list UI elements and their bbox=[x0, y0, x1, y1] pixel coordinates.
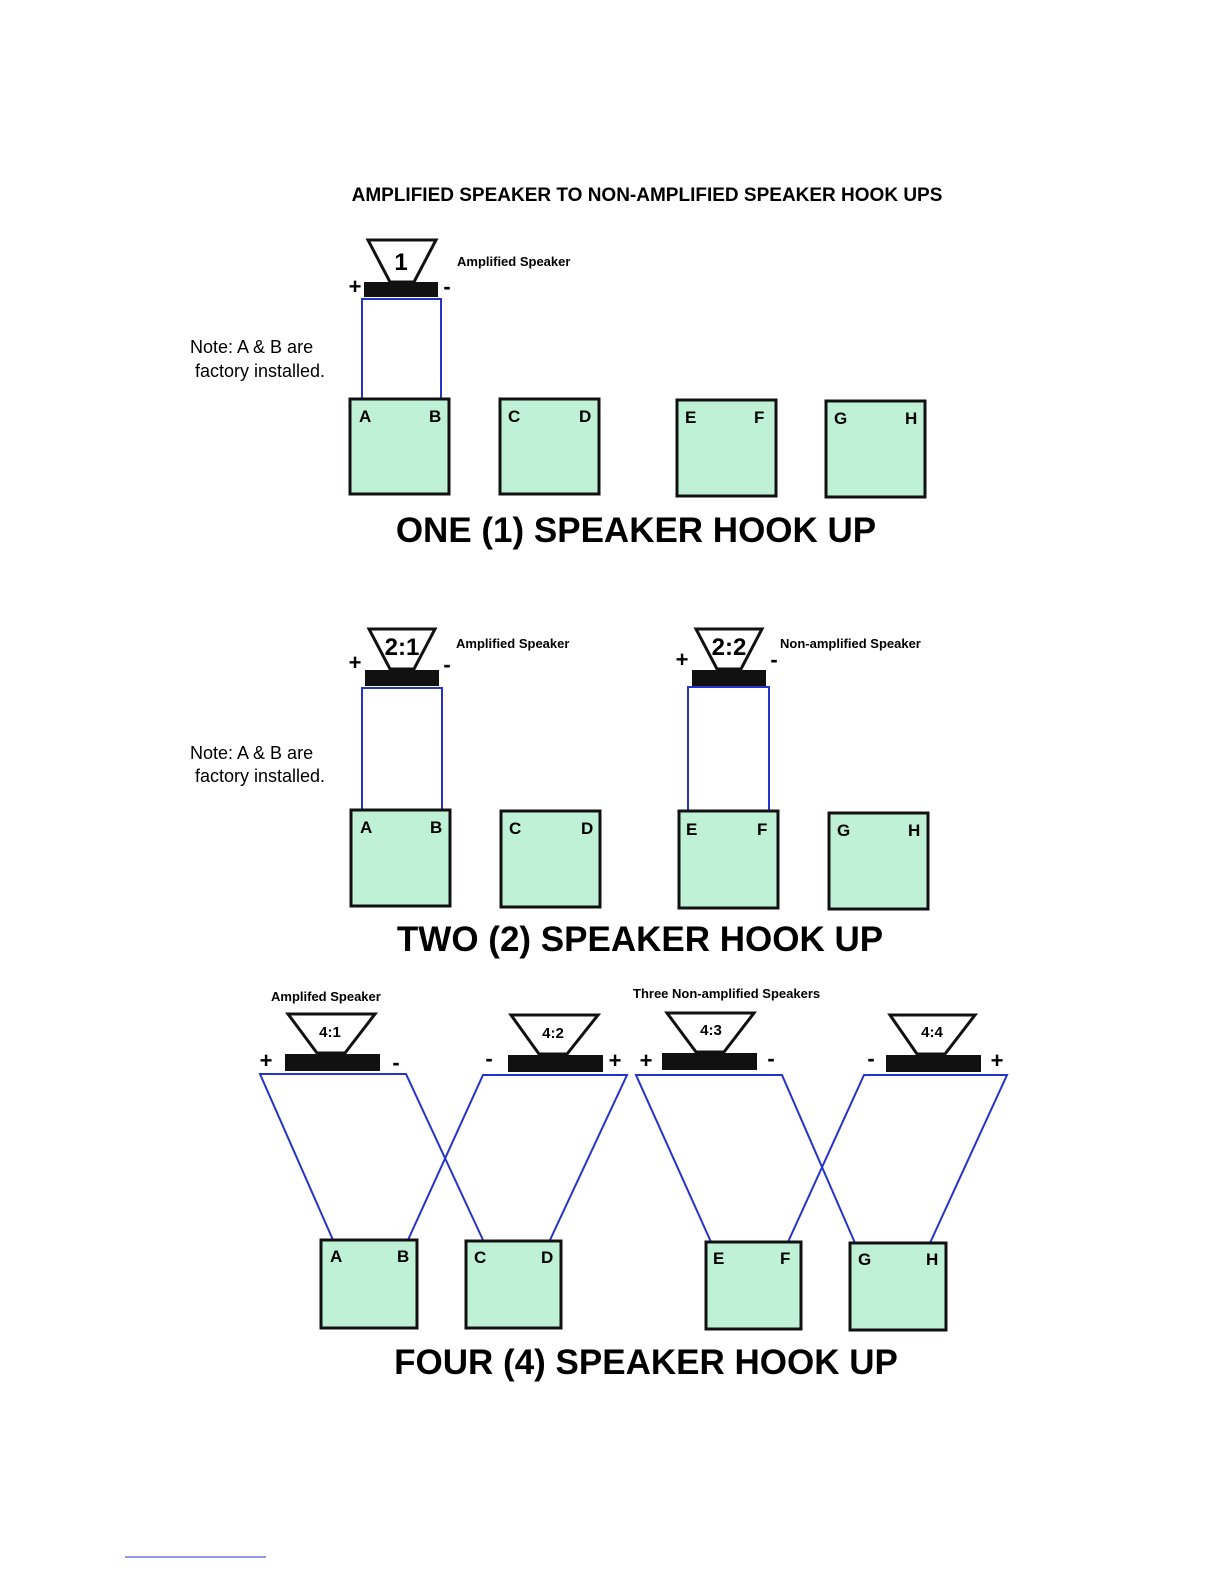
terminal-d: D bbox=[579, 407, 591, 426]
terminal-box-ef: E F bbox=[677, 809, 780, 910]
minus-sign: - bbox=[443, 652, 450, 677]
minus-sign: - bbox=[770, 647, 777, 672]
terminal-d: D bbox=[541, 1248, 553, 1267]
terminal-b: B bbox=[397, 1247, 409, 1266]
speaker-number: 4:1 bbox=[319, 1024, 341, 1041]
terminal-a: A bbox=[330, 1247, 342, 1266]
plus-sign: + bbox=[609, 1048, 622, 1073]
minus-sign: - bbox=[443, 274, 450, 299]
terminal-box-ab: A B bbox=[348, 397, 451, 496]
plus-sign: + bbox=[349, 274, 362, 299]
terminal-h: H bbox=[926, 1250, 938, 1269]
terminal-g: G bbox=[834, 409, 847, 428]
non-amplified-speaker-label: Non-amplified Speaker bbox=[780, 636, 921, 651]
non-amplified-speaker-icon: 4:3 + - bbox=[640, 1011, 775, 1073]
wire-group-2 bbox=[407, 1074, 629, 1241]
terminal-g: G bbox=[837, 821, 850, 840]
terminal-h: H bbox=[908, 821, 920, 840]
plus-sign: + bbox=[260, 1048, 273, 1073]
section-two-speakers: 2:1 + - Amplified Speaker 2:2 + - Non-am… bbox=[190, 627, 930, 959]
amplified-speaker-label: Amplifed Speaker bbox=[271, 989, 381, 1004]
non-amplified-speaker-icon: 4:4 - + bbox=[867, 1013, 1004, 1073]
terminal-e: E bbox=[713, 1249, 724, 1268]
speaker-number: 4:4 bbox=[921, 1024, 943, 1041]
note-line-2: factory installed. bbox=[195, 766, 325, 786]
plus-sign: + bbox=[676, 647, 689, 672]
terminal-c: C bbox=[474, 1248, 486, 1267]
wire-group-4 bbox=[787, 1074, 1009, 1244]
terminal-e: E bbox=[685, 408, 696, 427]
section-four-speakers: Amplifed Speaker Three Non-amplified Spe… bbox=[258, 986, 1009, 1382]
wire-e-f bbox=[687, 686, 770, 811]
section-title-one: ONE (1) SPEAKER HOOK UP bbox=[396, 511, 876, 550]
speaker-number: 4:3 bbox=[700, 1022, 722, 1039]
speaker-number: 2:1 bbox=[385, 634, 420, 661]
wire-a-b bbox=[361, 298, 442, 399]
terminal-box-ef: E F bbox=[675, 398, 778, 498]
plus-sign: + bbox=[991, 1048, 1004, 1073]
terminal-a: A bbox=[359, 407, 371, 426]
terminal-a: A bbox=[360, 818, 372, 837]
page-title: AMPLIFIED SPEAKER TO NON-AMPLIFIED SPEAK… bbox=[352, 185, 943, 206]
note-line-1: Note: A & B are bbox=[190, 337, 313, 357]
section-title-two: TWO (2) SPEAKER HOOK UP bbox=[397, 920, 883, 959]
terminal-box-gh: G H bbox=[827, 811, 930, 911]
terminal-d: D bbox=[581, 819, 593, 838]
plus-sign: + bbox=[349, 650, 362, 675]
minus-sign: - bbox=[485, 1046, 492, 1071]
minus-sign: - bbox=[392, 1050, 399, 1075]
terminal-f: F bbox=[757, 820, 767, 839]
amplified-speaker-icon: 1 + - bbox=[349, 238, 451, 299]
wiring bbox=[258, 1073, 1009, 1244]
minus-sign: - bbox=[767, 1046, 774, 1071]
terminal-box-cd: C D bbox=[498, 397, 601, 496]
speaker-number: 2:2 bbox=[712, 634, 747, 661]
terminal-box-gh: G H bbox=[848, 1241, 948, 1332]
amplified-speaker-icon: 4:1 + - bbox=[260, 1012, 400, 1075]
terminal-e: E bbox=[686, 820, 697, 839]
terminal-c: C bbox=[509, 819, 521, 838]
terminal-b: B bbox=[430, 818, 442, 837]
plus-sign: + bbox=[640, 1048, 653, 1073]
speaker-number: 4:2 bbox=[542, 1025, 564, 1042]
terminal-f: F bbox=[754, 408, 764, 427]
amplified-speaker-label: Amplified Speaker bbox=[456, 636, 569, 651]
wire-a-b bbox=[361, 687, 443, 810]
non-amplified-speaker-icon: 2:2 + - bbox=[676, 627, 778, 686]
terminal-g: G bbox=[858, 1250, 871, 1269]
terminal-box-ab: A B bbox=[319, 1238, 419, 1330]
wire-group-3 bbox=[634, 1074, 856, 1244]
terminal-box-ef: E F bbox=[704, 1240, 803, 1331]
non-amplified-speaker-icon: 4:2 - + bbox=[485, 1013, 622, 1073]
terminal-box-gh: G H bbox=[824, 399, 927, 499]
terminal-f: F bbox=[780, 1249, 790, 1268]
terminal-box-cd: C D bbox=[464, 1239, 563, 1330]
note-line-1: Note: A & B are bbox=[190, 743, 313, 763]
section-title-four: FOUR (4) SPEAKER HOOK UP bbox=[394, 1343, 898, 1382]
amplified-speaker-icon: 2:1 + - bbox=[349, 627, 451, 686]
terminal-box-ab: A B bbox=[349, 808, 452, 908]
minus-sign: - bbox=[867, 1046, 874, 1071]
wire-group-1 bbox=[258, 1073, 484, 1241]
section-one-speaker: 1 + - Amplified Speaker Note: A & B are … bbox=[190, 238, 927, 550]
amplified-speaker-label: Amplified Speaker bbox=[457, 254, 570, 269]
terminal-box-cd: C D bbox=[499, 809, 602, 909]
non-amplified-speakers-label: Three Non-amplified Speakers bbox=[633, 986, 820, 1001]
terminal-h: H bbox=[905, 409, 917, 428]
note-line-2: factory installed. bbox=[195, 361, 325, 381]
speaker-number: 1 bbox=[394, 249, 407, 276]
terminal-b: B bbox=[429, 407, 441, 426]
terminal-c: C bbox=[508, 407, 520, 426]
